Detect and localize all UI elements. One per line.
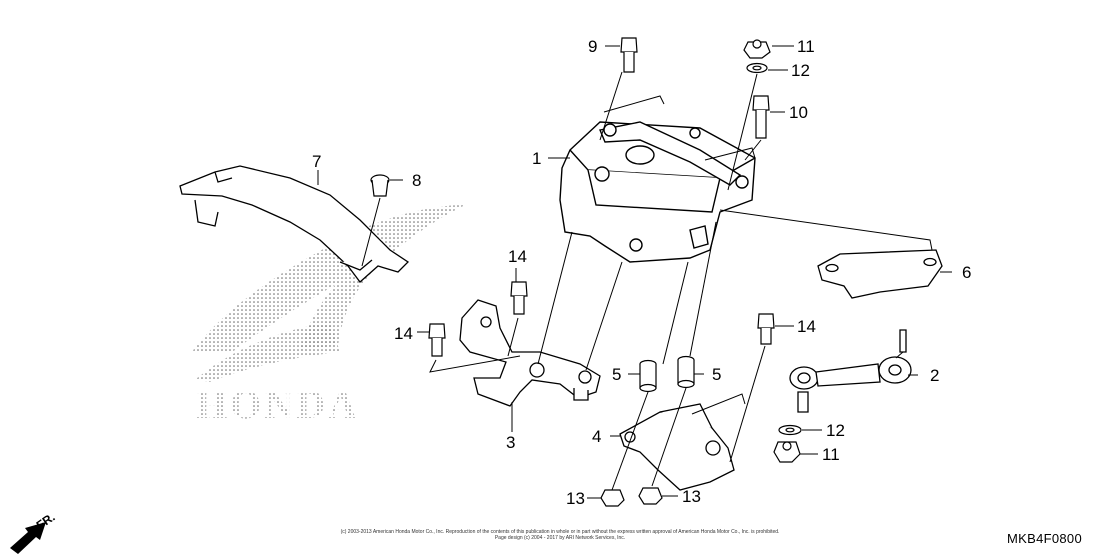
callout-11-bottom[interactable]: 11 [822,445,840,464]
honda-watermark-text: HONDA [196,382,360,427]
part-13-nut-left[interactable] [600,489,625,507]
callout-8[interactable]: 8 [412,171,421,190]
part-5-collar-left[interactable] [639,359,657,393]
callout-11-top[interactable]: 11 [797,37,815,56]
callout-10[interactable]: 10 [789,103,808,122]
part-14-bolt-upper-left[interactable] [510,281,528,315]
part-5-collar-right[interactable] [677,355,695,389]
callout-5-left[interactable]: 5 [612,365,621,384]
part-14-bolt-right[interactable] [757,313,775,345]
callout-labels: 1 2 3 4 5 5 6 7 8 9 10 11 11 12 12 13 13… [312,37,971,508]
copyright-line-1: (c) 2003-2013 American Honda Motor Co., … [340,529,780,535]
part-6-plate[interactable] [817,249,943,299]
part-4-bracket-lower[interactable] [619,403,735,491]
part-3-bracket-left[interactable] [459,299,601,407]
callout-9[interactable]: 9 [588,37,597,56]
callout-4[interactable]: 4 [592,427,601,446]
part-14-bolt-lower-left[interactable] [428,323,446,357]
leader-lines [317,45,952,499]
callout-13-left[interactable]: 13 [566,489,585,508]
arrow-icon [10,522,46,554]
callout-5-right[interactable]: 5 [712,365,721,384]
part-12-washer-bottom[interactable] [778,424,802,436]
callout-1[interactable]: 1 [532,149,541,168]
callout-3[interactable]: 3 [506,433,515,452]
callout-13-right[interactable]: 13 [682,487,701,506]
callout-6[interactable]: 6 [962,263,971,282]
callout-14-left[interactable]: 14 [394,324,413,343]
honda-wing-logo: HONDA [192,205,465,427]
callout-7[interactable]: 7 [312,152,321,171]
part-13-nut-right[interactable] [638,487,663,505]
callout-14-right[interactable]: 14 [797,317,816,336]
part-10-bolt[interactable] [752,95,770,139]
callout-14-upper[interactable]: 14 [508,247,527,266]
assembly-guide-lines [361,71,933,491]
part-2-link-rod[interactable] [789,329,912,413]
copyright-notice: (c) 2003-2013 American Honda Motor Co., … [0,529,1120,541]
callout-12-bottom[interactable]: 12 [826,421,845,440]
part-11-nut-bottom[interactable] [773,441,801,463]
part-12-washer-top[interactable] [746,62,768,74]
part-9-bolt[interactable] [620,37,638,73]
diagram-code: MKB4F0800 [1007,531,1082,546]
part-8-bolt[interactable] [370,174,390,197]
callout-12-top[interactable]: 12 [791,61,810,80]
part-1-steering-damper-unit[interactable] [559,121,756,263]
part-7-cover[interactable] [179,165,410,283]
callout-2[interactable]: 2 [930,366,939,385]
copyright-line-2: Page design (c) 2004 - 2017 by ARI Netwo… [494,535,626,541]
part-11-nut-top[interactable] [743,39,771,59]
